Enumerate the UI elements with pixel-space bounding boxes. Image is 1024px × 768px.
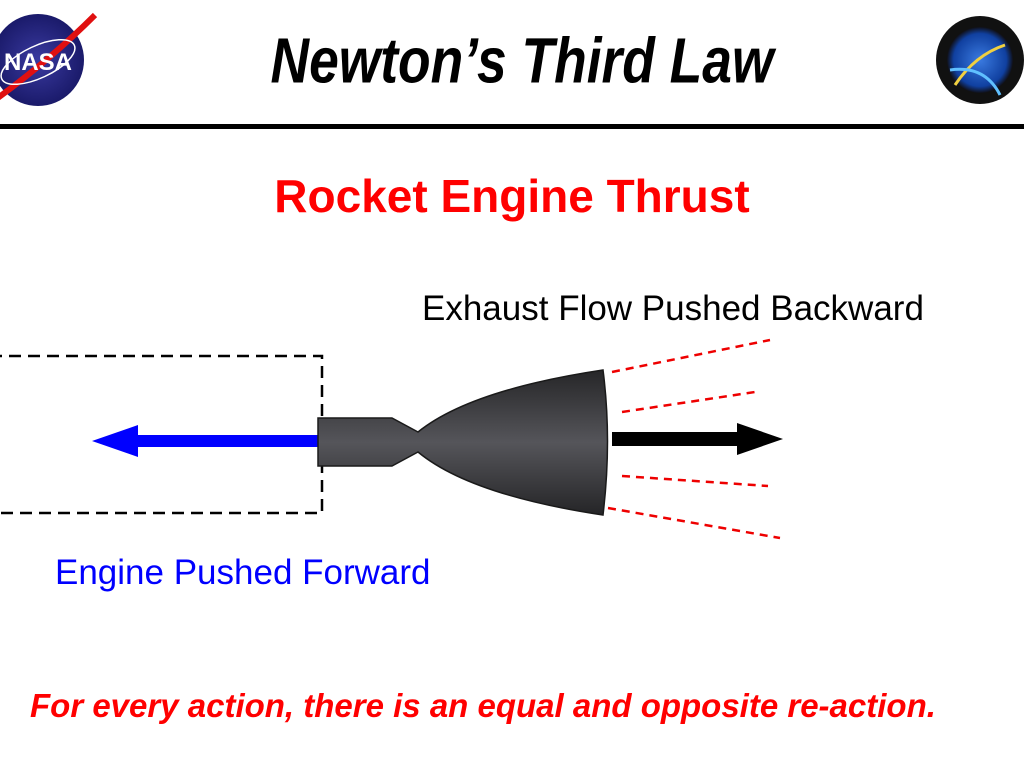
engine-label: Engine Pushed Forward bbox=[55, 553, 431, 592]
exhaust-label: Exhaust Flow Pushed Backward bbox=[422, 289, 924, 328]
nasa-logo: NASA bbox=[0, 12, 98, 106]
rocket-nozzle bbox=[317, 369, 609, 516]
header-divider bbox=[0, 124, 1024, 129]
engine-system-boundary bbox=[0, 354, 324, 515]
engine-force-arrow bbox=[92, 425, 320, 457]
exploration-logo bbox=[936, 16, 1024, 104]
svg-text:NASA: NASA bbox=[4, 49, 72, 76]
exhaust-force-arrow bbox=[612, 423, 783, 455]
law-statement: For every action, there is an equal and … bbox=[30, 687, 936, 724]
page-title: Newton’s Third Law bbox=[271, 26, 777, 97]
exhaust-flow-lines bbox=[607, 338, 781, 540]
subtitle: Rocket Engine Thrust bbox=[274, 170, 749, 222]
